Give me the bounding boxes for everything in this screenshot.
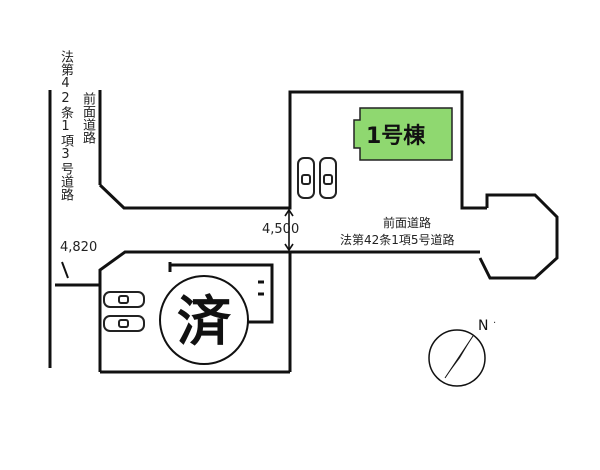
building-sold	[168, 262, 274, 324]
lot-1-label: 1号棟	[366, 124, 426, 149]
left-road-law-label: 法第42条1項3号道路	[58, 50, 73, 201]
north-compass-icon	[428, 329, 486, 387]
sold-stamp-circle	[159, 275, 249, 365]
left-road-width: 4,820	[60, 240, 98, 255]
site-boundary-lines	[48, 90, 559, 374]
sold-stamp-text: 済	[177, 289, 232, 353]
front-road-label: 前面道路	[383, 216, 432, 230]
compass-dot: ·	[493, 318, 496, 329]
left-road-front-label: 前面道路	[80, 92, 95, 144]
parking-cars-upper	[297, 157, 337, 199]
dimension-4500	[284, 208, 294, 252]
dimension-4820	[61, 261, 69, 279]
front-road-law-label: 法第42条1項5号道路	[340, 233, 455, 247]
front-road-width: 4,500	[262, 222, 300, 237]
compass-north-label: N	[478, 318, 488, 334]
building-lot-1	[353, 107, 453, 161]
parking-cars-lower	[103, 291, 145, 332]
